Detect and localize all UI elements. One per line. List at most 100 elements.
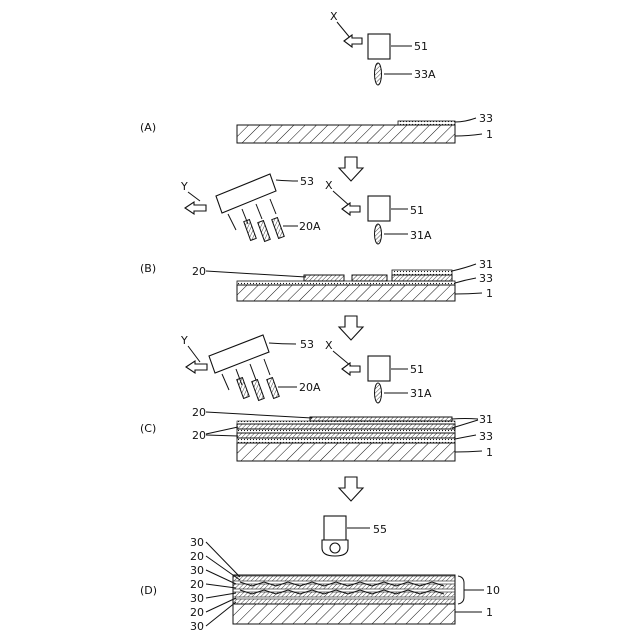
layer-30-d [233,576,455,581]
layer-33-b [237,281,455,285]
particle-20a [252,380,264,401]
x-arrow-icon [342,363,360,375]
leader-33-b [455,278,476,283]
panel-label-c: (C) [140,422,156,435]
spray-line [264,359,270,375]
substrate-1-d [233,604,455,624]
layer-33-c [237,438,455,443]
layer-31-c [237,429,455,433]
y-leader-line [188,346,200,362]
label-1-d: 1 [486,606,493,619]
panel-label-a: (A) [140,121,156,134]
sprayer-head-53 [216,174,276,213]
x-arrow-icon [342,203,360,215]
leader-20-b [206,271,306,277]
leader-1-a [455,134,482,136]
leader-33-a [455,118,476,122]
label-20a: 20A [299,381,321,394]
down-arrow-icon [339,157,363,181]
substrate-1-b [237,285,455,301]
label-53: 53 [300,338,314,351]
x-direction-label: X [330,10,338,23]
layer-33-a [398,121,455,125]
label-20-c: 20 [192,429,206,442]
leader-20-c [206,427,238,434]
y-arrow-icon [185,202,206,214]
panel-label-b: (B) [140,262,156,275]
layer-31-b [392,270,452,275]
layer-20-top-c [310,417,452,421]
substrate-1-c [237,443,455,461]
stack-10-brace [458,576,464,604]
leader-53 [276,180,298,181]
label-30-d: 30 [190,564,204,577]
label-33a: 33A [414,68,436,81]
spray-line [250,364,256,380]
label-30-d: 30 [190,536,204,549]
particle-20a [237,378,249,399]
panel-d: (D) 55 30 20 30 20 30 20 30 10 1 [140,516,500,633]
label-1-c: 1 [486,446,493,459]
label-33-b: 33 [479,272,493,285]
leader-33-c [455,435,476,439]
droplet-31a [375,383,382,403]
label-20-d: 20 [190,578,204,591]
x-arrow-icon [344,35,362,47]
spray-line [256,204,262,219]
label-1-b: 1 [486,287,493,300]
label-31a: 31A [410,229,432,242]
down-arrow-icon [339,316,363,340]
label-31-b: 31 [479,258,493,271]
leader-30-d [206,602,236,626]
leader-1-c [455,451,482,452]
label-33-a: 33 [479,112,493,125]
sprayer-head-53 [209,335,269,373]
label-10: 10 [486,584,500,597]
label-20a: 20A [299,220,321,233]
particle-20a [272,218,284,239]
label-51: 51 [410,363,424,376]
label-53: 53 [300,175,314,188]
layer-31-c [237,421,455,424]
label-20-b: 20 [192,265,206,278]
layer-20-piece [392,275,452,281]
layer-20-c [237,433,455,438]
x-direction-label: X [325,179,333,192]
heater-head-55 [324,516,346,540]
particle-20a [244,220,256,241]
label-55: 55 [373,523,387,536]
label-31-c: 31 [479,413,493,426]
leader-31-c [452,419,478,420]
droplet-31a [375,224,382,244]
spray-line [222,374,229,390]
particle-20a [267,378,279,399]
leader-53 [269,343,296,344]
layer-20-piece [304,275,344,281]
label-20-d: 20 [190,550,204,563]
particle-20a [258,221,270,242]
spray-line [270,199,276,214]
leader-20-c [206,412,312,418]
y-direction-label: Y [180,334,188,347]
substrate-1-a [237,125,455,143]
panel-label-d: (D) [140,584,157,597]
inkjet-head-51 [368,356,390,381]
leader-20-d [206,584,236,588]
label-20-d: 20 [190,606,204,619]
leader-1-b [455,293,482,294]
leader-30-d [206,570,236,584]
label-33-c: 33 [479,430,493,443]
label-30-d: 30 [190,620,204,633]
leader-31-b [452,264,476,271]
y-leader-line [188,192,200,201]
panel-b: (B) Y 53 20A X 51 31A 20 31 [140,174,493,301]
leader-20-c [206,435,238,436]
panel-a: (A) X 51 33A 33 1 [140,10,493,143]
layer-20-c [237,424,455,429]
inkjet-head-51 [368,196,390,221]
x-leader-line [337,22,351,39]
layer-30-d [233,599,455,604]
label-20-c: 20 [192,406,206,419]
down-arrow-icon [339,477,363,501]
